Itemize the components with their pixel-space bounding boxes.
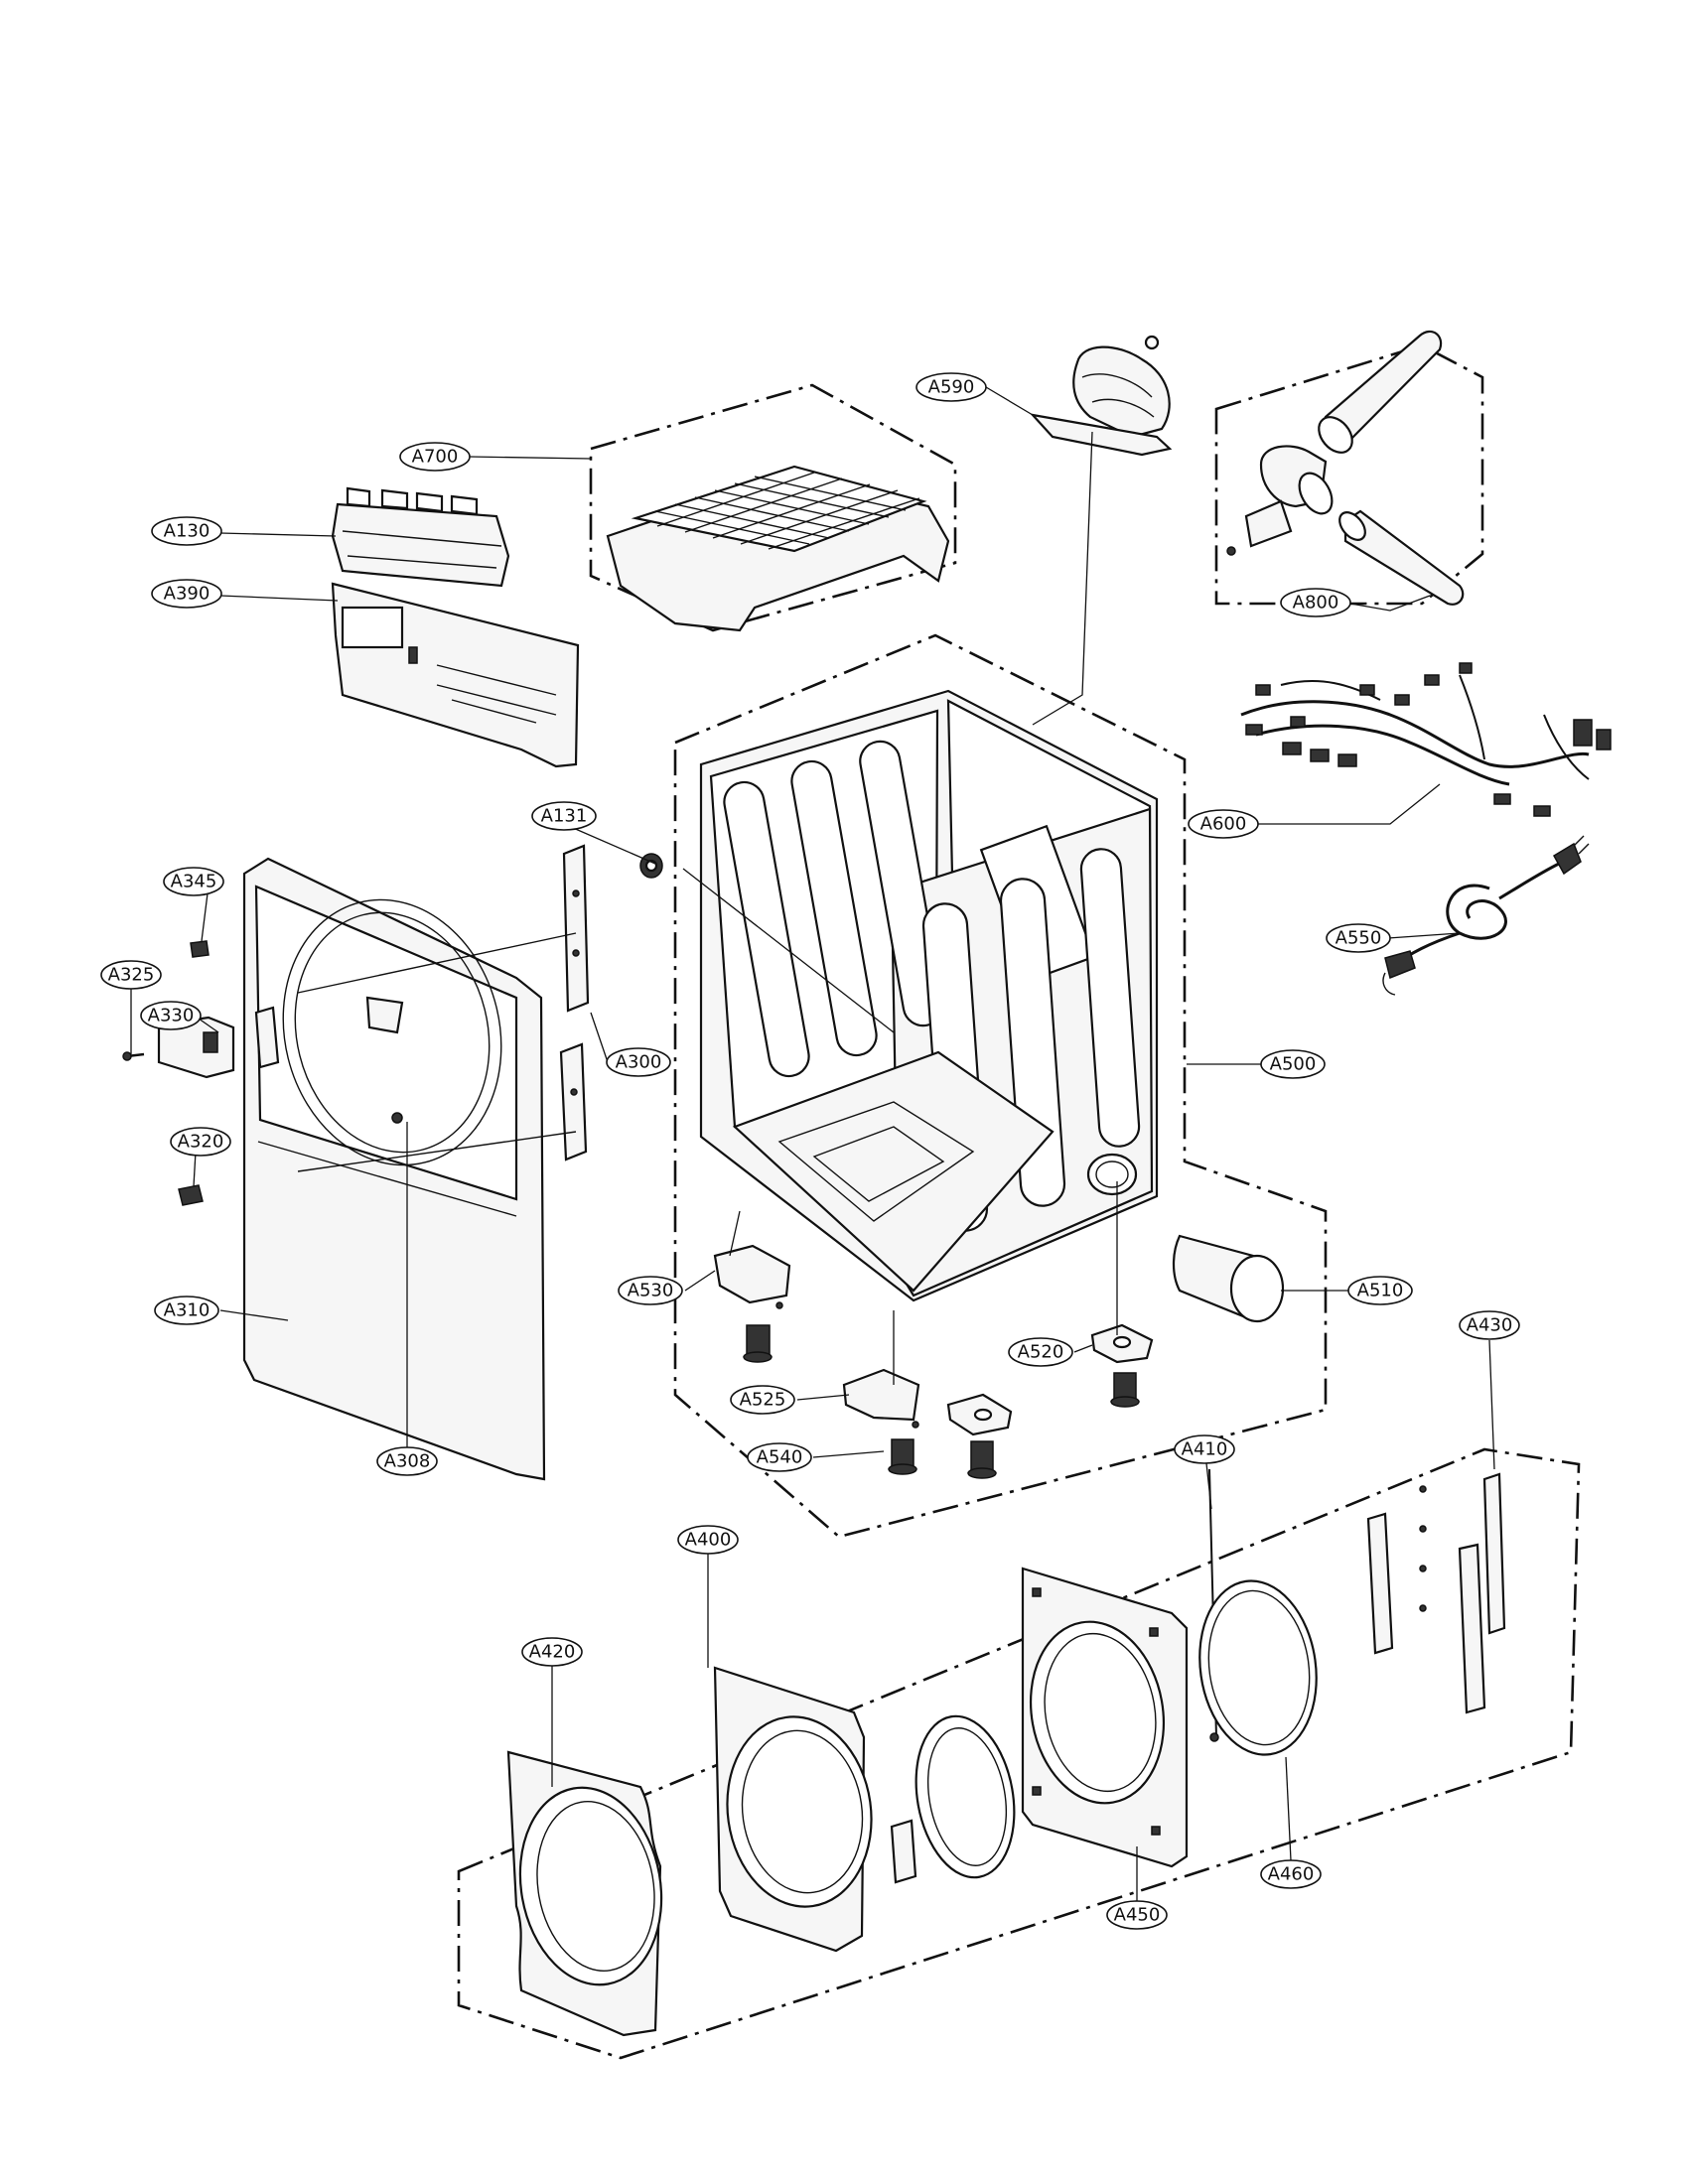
callout-a320: A320 [170, 1127, 231, 1157]
callout-a330: A330 [140, 1001, 202, 1030]
callout-label-a320: A320 [178, 1132, 224, 1153]
part-a600-wire-harness [1240, 662, 1612, 817]
callout-a530: A530 [618, 1276, 683, 1305]
group-outline-duct-kit [1214, 343, 1484, 606]
part-a590-shroud [1030, 335, 1173, 457]
group-outlines [457, 343, 1581, 2060]
part-a400-front-panel [713, 1666, 873, 1953]
part-a530-bracket [713, 1244, 791, 1309]
callout-label-a325: A325 [108, 965, 155, 986]
callout-label-a345: A345 [171, 872, 217, 892]
callout-a420: A420 [521, 1637, 583, 1667]
leader-lines [130, 386, 1495, 1901]
callout-label-a530: A530 [628, 1281, 674, 1301]
part-a500-cabinet [699, 689, 1159, 1302]
callout-a460: A460 [1260, 1859, 1322, 1889]
part-a320-stopper [178, 1184, 204, 1206]
callout-a345: A345 [163, 867, 224, 896]
part-a450-support-plate [1021, 1567, 1189, 1868]
part-a550-power-cord [1382, 835, 1590, 996]
callout-a500: A500 [1260, 1049, 1326, 1079]
callout-a520: A520 [1008, 1337, 1073, 1367]
callout-label-a520: A520 [1018, 1342, 1064, 1363]
part-a510-duct [1172, 1234, 1285, 1323]
callout-a325: A325 [100, 960, 162, 990]
callout-label-a410: A410 [1182, 1439, 1228, 1460]
callout-a308: A308 [376, 1446, 438, 1476]
callout-a450: A450 [1106, 1900, 1168, 1930]
callout-label-a430: A430 [1467, 1315, 1513, 1336]
callout-label-a700: A700 [412, 447, 459, 468]
part-a460-ring [1198, 1579, 1318, 1756]
callout-a130: A130 [151, 516, 222, 546]
callout-label-a540: A540 [757, 1447, 803, 1468]
callout-label-a130: A130 [164, 521, 211, 542]
part-a525-bracket [842, 1368, 920, 1429]
group-outline-cabinet [673, 633, 1328, 1539]
callout-a600: A600 [1188, 809, 1259, 839]
callout-a390: A390 [151, 579, 222, 609]
callout-label-a420: A420 [529, 1642, 576, 1663]
callout-label-a308: A308 [384, 1451, 431, 1472]
part-a430-guides [1366, 1472, 1506, 1714]
callout-a310: A310 [154, 1296, 219, 1325]
callout-label-a600: A600 [1200, 814, 1247, 835]
callout-a550: A550 [1326, 923, 1391, 953]
part-a330-latch [157, 1006, 280, 1079]
callout-label-a460: A460 [1268, 1864, 1315, 1885]
callout-a525: A525 [730, 1385, 795, 1415]
callout-label-a525: A525 [740, 1390, 786, 1411]
callout-label-a800: A800 [1293, 593, 1339, 614]
part-a130-control-board [331, 486, 510, 588]
callout-label-a310: A310 [164, 1300, 211, 1321]
part-a540-leveling-feet [743, 1324, 1140, 1479]
part-center-bracket [946, 1393, 1013, 1436]
callout-label-a131: A131 [541, 806, 588, 827]
callout-a510: A510 [1347, 1276, 1413, 1305]
callout-label-a400: A400 [685, 1530, 732, 1551]
callout-label-a450: A450 [1114, 1905, 1161, 1926]
callout-a410: A410 [1174, 1434, 1235, 1464]
callout-a590: A590 [915, 372, 987, 402]
part-a520-bracket [1090, 1323, 1154, 1364]
callout-a540: A540 [747, 1442, 812, 1472]
callout-label-a390: A390 [164, 584, 211, 605]
callout-a700: A700 [399, 442, 471, 472]
part-a420-bezel [506, 1750, 663, 2037]
callout-a430: A430 [1459, 1310, 1520, 1340]
part-a310-door [242, 857, 577, 1481]
callout-label-a330: A330 [148, 1006, 195, 1026]
part-a390-control-bracket [331, 582, 580, 768]
callout-label-a550: A550 [1336, 928, 1382, 949]
part-a308-screw [391, 1112, 403, 1124]
callout-label-a300: A300 [616, 1052, 662, 1073]
callout-a131: A131 [531, 801, 597, 831]
callout-label-a590: A590 [928, 377, 975, 398]
group-outline-top-cover [589, 383, 957, 632]
callout-label-a510: A510 [1357, 1281, 1404, 1301]
part-a325-screw [122, 1051, 145, 1061]
callout-a300: A300 [606, 1047, 671, 1077]
part-a131-grommet [639, 853, 663, 879]
part-a300-hinge [559, 844, 590, 1161]
callout-a800: A800 [1280, 588, 1351, 617]
part-seal-ring [890, 1714, 1016, 1884]
callout-label-a500: A500 [1270, 1054, 1317, 1075]
callouts: A590 A700 A130 A390 A800 A600 A131 A345 … [100, 372, 1520, 1930]
group-outline-front-assembly [457, 1447, 1581, 2060]
part-a700-top-cover [606, 465, 950, 632]
part-a800-duct-kit [1226, 330, 1465, 606]
part-a345-stopper [190, 940, 210, 958]
callout-a400: A400 [677, 1525, 739, 1555]
